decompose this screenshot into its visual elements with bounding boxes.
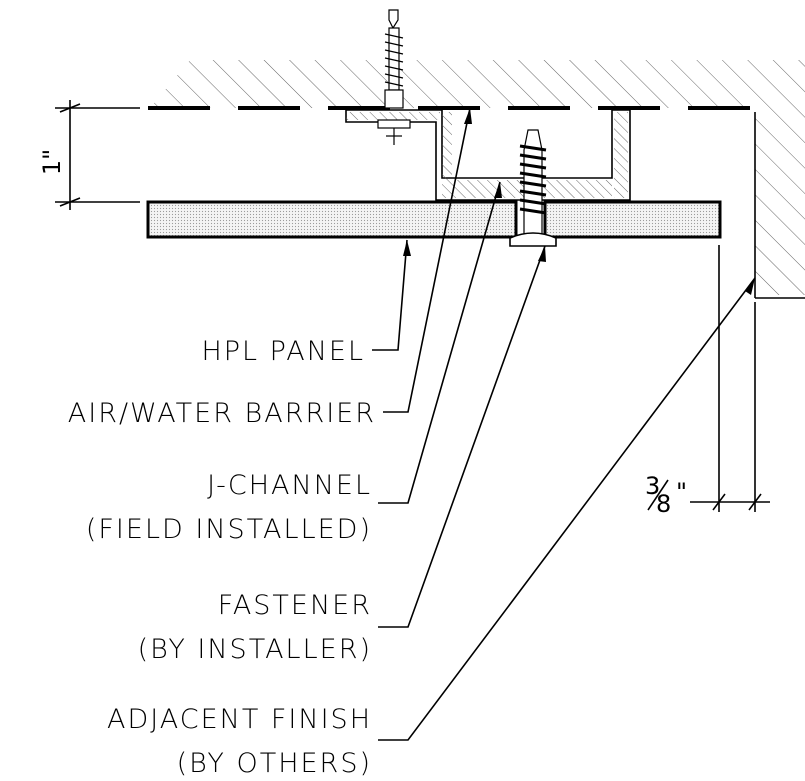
- label-j-channel: J-CHANNEL: [207, 470, 372, 501]
- reveal-denominator: 8: [656, 490, 671, 518]
- dimension-vertical-1-inch: [55, 100, 140, 210]
- top-screw-icon: [377, 9, 411, 145]
- reveal-numerator: 3: [645, 472, 660, 500]
- adjacent-finish: [754, 112, 805, 299]
- dimension-reveal: [690, 245, 770, 512]
- label-fastener: FASTENER: [218, 590, 372, 621]
- hpl-panel: [146, 200, 722, 239]
- label-j-channel-note: (FIELD INSTALLED): [86, 514, 372, 545]
- label-adjacent-finish: ADJACENT FINISH: [107, 704, 372, 735]
- leader-lines: [372, 107, 756, 741]
- label-hpl-panel: HPL PANEL: [201, 336, 365, 367]
- fastener-screw-icon: [509, 129, 557, 247]
- dimension-reveal-label: 3 8 ": [645, 472, 687, 518]
- label-adjacent-finish-note: (BY OTHERS): [177, 748, 372, 779]
- reveal-inch-mark: ": [676, 478, 687, 506]
- dimension-1-inch-label: 1": [38, 149, 66, 175]
- label-air-water-barrier: AIR/WATER BARRIER: [68, 398, 376, 429]
- substrate-hatch: [150, 60, 805, 295]
- label-fastener-note: (BY INSTALLER): [138, 634, 372, 665]
